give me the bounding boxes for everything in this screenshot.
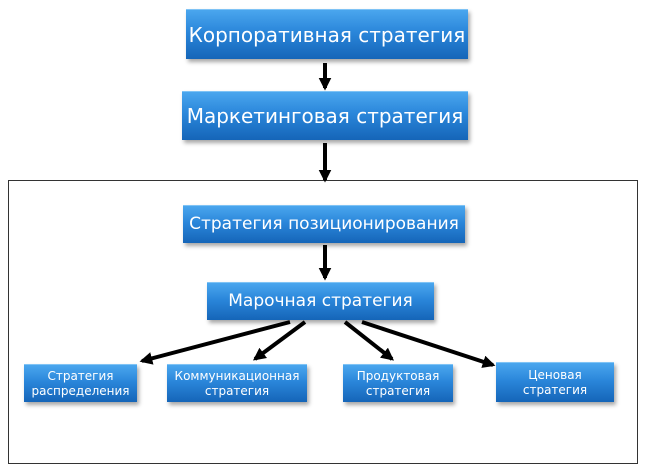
brand-strategy-label: Марочная стратегия: [228, 291, 413, 312]
distribution-strategy-box: Стратегия распределения: [24, 364, 137, 402]
pricing-strategy-box: Ценовая стратегия: [496, 362, 614, 402]
positioning-strategy-box: Стратегия позиционирования: [183, 205, 465, 243]
product-strategy-label: Продуктовая стратегия: [356, 369, 440, 398]
marketing-strategy-label: Маркетинговая стратегия: [186, 104, 464, 128]
communication-strategy-label: Коммуникационная стратегия: [174, 369, 300, 398]
positioning-strategy-label: Стратегия позиционирования: [189, 214, 459, 235]
product-strategy-box: Продуктовая стратегия: [343, 364, 453, 402]
distribution-strategy-label: Стратегия распределения: [31, 369, 130, 398]
communication-strategy-box: Коммуникационная стратегия: [167, 364, 307, 402]
brand-strategy-box: Марочная стратегия: [207, 282, 434, 320]
marketing-strategy-box: Маркетинговая стратегия: [182, 91, 468, 140]
corporate-strategy-label: Корпоративная стратегия: [188, 22, 466, 47]
pricing-strategy-label: Ценовая стратегия: [522, 368, 588, 397]
corporate-strategy-box: Корпоративная стратегия: [186, 9, 468, 59]
